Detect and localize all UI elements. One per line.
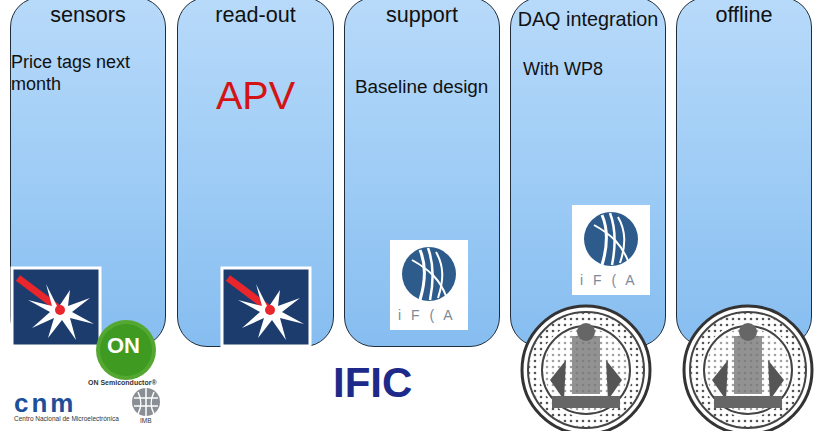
logo-text: i F ( A [398, 308, 456, 323]
logo-text: Centro Nacional de Microelectrónica [14, 415, 119, 422]
box-heading: support [345, 2, 499, 28]
logo-text: IMB [140, 417, 152, 424]
work-package-box: offline [676, 0, 812, 347]
box-heading: read-out [178, 2, 333, 28]
logo-text: ON Semiconductor® [88, 379, 157, 387]
box-heading: sensors [11, 2, 165, 28]
logo-text: ON [107, 334, 140, 358]
box-note: Baseline design [345, 76, 499, 99]
institute-name: IFIC [333, 360, 412, 406]
logo-text: cnm [14, 389, 76, 418]
box-note: APV [178, 72, 333, 120]
box-heading: DAQ integration [511, 8, 665, 31]
box-note: With WP8 [511, 59, 665, 81]
box-heading: offline [677, 2, 811, 28]
logo-text: i F ( A [580, 273, 638, 288]
box-note: Price tags next month [11, 52, 165, 95]
